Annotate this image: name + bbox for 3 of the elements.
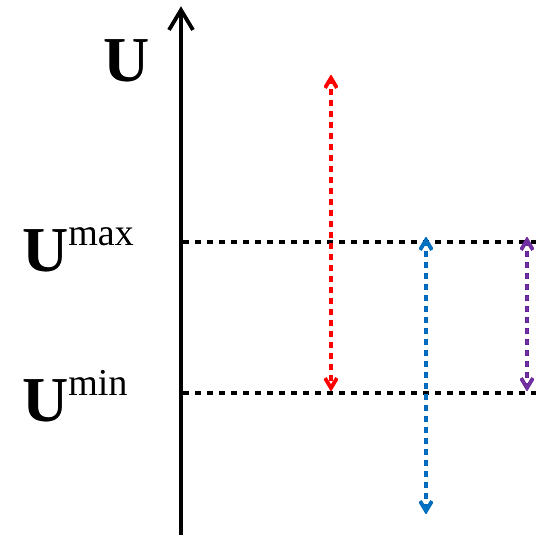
level-label: U$^{min}$ [22,368,128,432]
axis-label: U [103,28,150,92]
level-label: U$^{max}$ [22,218,134,282]
